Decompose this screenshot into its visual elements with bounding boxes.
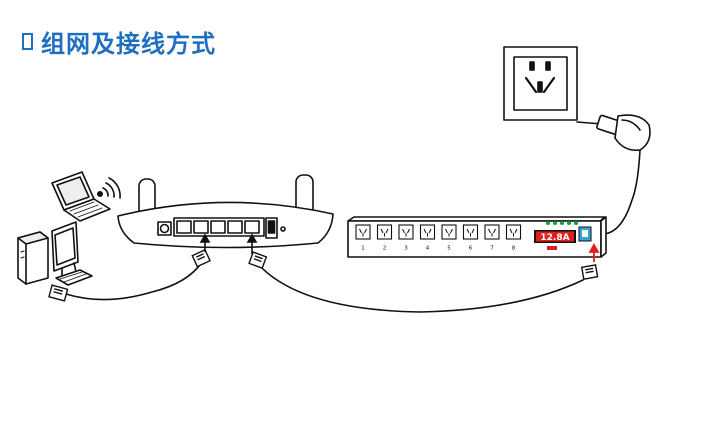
pdu-outlet-label: 3 bbox=[404, 246, 408, 252]
pdu-outlet: 3 bbox=[398, 224, 414, 252]
pdu-outlet-label: 4 bbox=[426, 246, 430, 252]
title-bullet-icon bbox=[22, 32, 33, 50]
pdu-outlet: 7 bbox=[484, 224, 500, 252]
rj45-connector-icon bbox=[191, 248, 211, 268]
rj45-connector-icon bbox=[248, 251, 268, 270]
cable-router-to-computer bbox=[65, 261, 203, 301]
power-plug-icon bbox=[576, 114, 651, 152]
pdu-outlet-label: 5 bbox=[447, 246, 451, 252]
pdu-outlet: 2 bbox=[376, 224, 393, 252]
pdu-outlet: 6 bbox=[462, 224, 479, 252]
pdu-outlet-label: 7 bbox=[490, 246, 494, 252]
pdu-outlet-label: 2 bbox=[383, 246, 387, 252]
pdu-display: 12.8A bbox=[534, 221, 592, 250]
pdu-outlet: 4 bbox=[419, 224, 436, 252]
rj45-connector-icon bbox=[48, 284, 69, 302]
wall-socket-icon bbox=[503, 46, 578, 121]
page-title: 组网及接线方式 bbox=[22, 25, 216, 58]
power-cord bbox=[603, 149, 641, 235]
title-text: 组网及接线方式 bbox=[41, 29, 216, 58]
router-icon bbox=[117, 174, 334, 249]
pdu-outlet-label: 1 bbox=[361, 246, 365, 252]
arrow-up-icon bbox=[199, 233, 211, 252]
laptop-icon bbox=[51, 171, 111, 222]
desktop-computer-icon bbox=[17, 221, 93, 286]
rj45-connector-icon bbox=[580, 264, 599, 280]
pdu-display-value: 12.8A bbox=[540, 233, 569, 243]
pdu-outlet: 1 bbox=[355, 224, 371, 252]
wifi-icon bbox=[97, 177, 121, 199]
arrow-up-icon bbox=[588, 243, 600, 262]
pdu-outlet: 8 bbox=[505, 224, 522, 252]
pdu-outlet-label: 8 bbox=[512, 246, 516, 252]
arrow-up-icon bbox=[246, 233, 258, 254]
pdu-outlet: 5 bbox=[441, 224, 457, 252]
pdu-outlet-label: 6 bbox=[469, 246, 473, 252]
pdu-outlets: 1 2 3 4 5 6 7 8 bbox=[355, 224, 522, 252]
cable-router-to-pdu bbox=[257, 263, 584, 313]
